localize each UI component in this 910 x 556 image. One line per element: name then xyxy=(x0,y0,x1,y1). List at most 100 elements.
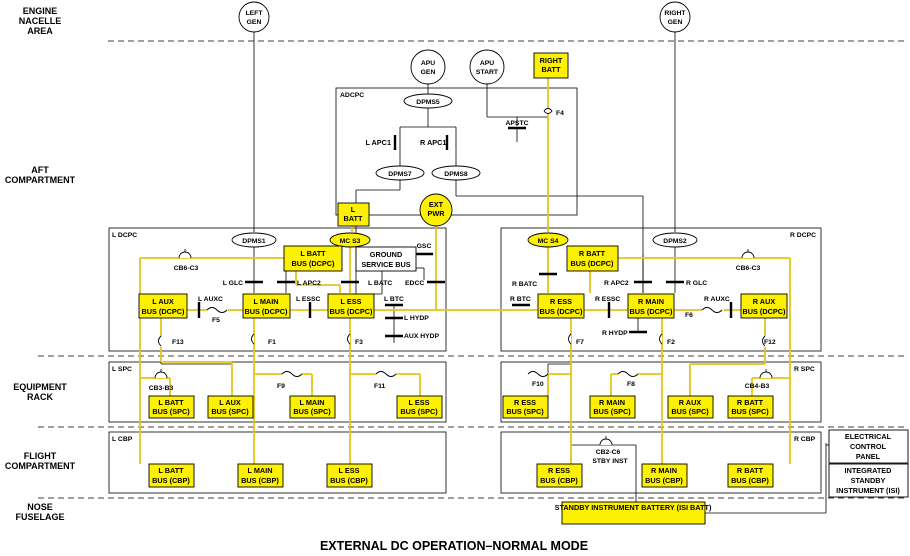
r-dcpc-panel xyxy=(500,227,822,352)
contactor-r-btc: R BTC xyxy=(510,296,531,307)
svg-text:L BATT: L BATT xyxy=(158,398,184,407)
fuse-f9-label: F9 xyxy=(277,383,285,390)
svg-text:PANEL: PANEL xyxy=(856,452,881,461)
contactor-edcc: EDCC xyxy=(405,280,445,287)
svg-text:L MAIN: L MAIN xyxy=(300,398,325,407)
fuse-f2 xyxy=(659,333,663,345)
svg-text:R APC2: R APC2 xyxy=(604,280,629,287)
svg-text:BUS (SPC): BUS (SPC) xyxy=(671,407,709,416)
l-dcpc-label: L DCPC xyxy=(112,232,137,239)
svg-text:R APC1: R APC1 xyxy=(420,138,447,147)
fuse-f5 xyxy=(206,307,228,313)
r-cbp-panel xyxy=(500,431,822,494)
svg-text:BUS (SPC): BUS (SPC) xyxy=(400,407,438,416)
zone-aft-line1: AFT xyxy=(31,165,49,175)
svg-text:L BATT: L BATT xyxy=(300,249,326,258)
contactor-l-hydp: L HYDP xyxy=(385,315,429,322)
fuse-f10 xyxy=(527,371,549,377)
svg-text:L AUXC: L AUXC xyxy=(198,296,223,303)
svg-text:GROUND: GROUND xyxy=(370,250,402,259)
svg-text:L BATC: L BATC xyxy=(368,280,392,287)
svg-text:AUX HYDP: AUX HYDP xyxy=(404,333,440,340)
svg-text:R BTC: R BTC xyxy=(510,296,531,303)
svg-text:DPMS2: DPMS2 xyxy=(663,238,687,245)
contactor-r-batc: R BATC xyxy=(512,272,557,288)
zone-engine-line1: ENGINE xyxy=(23,6,58,16)
zone-labels: ENGINE NACELLE AREA AFT COMPARTMENT EQUI… xyxy=(5,6,76,522)
cb4-b3-symbol xyxy=(759,371,773,379)
svg-text:R BATT: R BATT xyxy=(737,398,764,407)
integrated-standby-instrument: INTEGRATED STANDBY INSTRUMENT (ISI) xyxy=(828,463,909,498)
zone-aft-line2: COMPARTMENT xyxy=(5,175,76,185)
contactor-l-batc: L BATC xyxy=(341,280,392,287)
bus-r-aux-spc: R AUX BUS (SPC) xyxy=(667,395,714,419)
svg-text:BUS (CBP): BUS (CBP) xyxy=(540,476,578,485)
bus-r-ess-dcpc: R ESS BUS (DCPC) xyxy=(537,293,585,319)
svg-text:INTEGRATED: INTEGRATED xyxy=(845,466,892,475)
fuse-f3-label: F3 xyxy=(355,339,363,346)
fuse-f1-label: F1 xyxy=(268,339,276,346)
bus-l-aux-dcpc: L AUX BUS (DCPC) xyxy=(138,293,188,319)
bus-l-ess-cbp: L ESS BUS (CBP) xyxy=(326,463,373,488)
svg-text:R BATT: R BATT xyxy=(737,466,764,475)
l-spc-label: L SPC xyxy=(112,366,132,373)
bus-l-batt-cbp: L BATT BUS (CBP) xyxy=(148,463,195,488)
svg-text:R ESS: R ESS xyxy=(514,398,536,407)
svg-text:R AUX: R AUX xyxy=(679,398,702,407)
svg-text:BUS (DCPC): BUS (DCPC) xyxy=(330,307,374,316)
right-batt: RIGHT BATT xyxy=(533,52,569,79)
svg-text:R MAIN: R MAIN xyxy=(651,466,677,475)
bus-l-main-cbp: L MAIN BUS (CBP) xyxy=(237,463,284,488)
contactor-l-apc2: L APC2 xyxy=(277,280,321,287)
cb6-c3-left-symbol xyxy=(178,251,192,259)
fuse-f7-label: F7 xyxy=(576,339,584,346)
svg-text:BATT: BATT xyxy=(542,65,561,74)
svg-text:R MAIN: R MAIN xyxy=(638,297,664,306)
fuse-f4 xyxy=(543,108,553,114)
svg-text:LEFT: LEFT xyxy=(246,10,264,17)
contactor-aux-hydp: AUX HYDP xyxy=(385,333,440,340)
dpms2: DPMS2 xyxy=(652,232,698,248)
svg-text:L BATT: L BATT xyxy=(158,466,184,475)
bus-l-batt-dcpc: L BATT BUS (DCPC) xyxy=(283,245,343,272)
svg-text:BUS (SPC): BUS (SPC) xyxy=(152,407,190,416)
fuse-f12-label: F12 xyxy=(764,339,776,346)
apu-start: APU START xyxy=(469,49,505,85)
fuse-f13-label: F13 xyxy=(172,339,184,346)
zone-flight-line2: COMPARTMENT xyxy=(5,461,76,471)
bus-r-batt-spc: R BATT BUS (SPC) xyxy=(727,395,774,419)
l-dcpc-panel xyxy=(108,227,447,352)
standby-battery-label: STANDBY INSTRUMENT BATTERY (ISI BATT) xyxy=(555,503,712,512)
bus-l-ess-dcpc: L ESS BUS (DCPC) xyxy=(327,293,375,319)
contactor-gsc: GSC xyxy=(415,243,433,256)
svg-text:R BATC: R BATC xyxy=(512,281,537,288)
svg-text:APU: APU xyxy=(480,60,494,67)
mc-s4: MC S4 xyxy=(527,232,569,248)
svg-text:START: START xyxy=(476,69,499,76)
electrical-control-panel: ELECTRICAL CONTROL PANEL xyxy=(828,429,909,464)
bus-l-main-dcpc: L MAIN BUS (DCPC) xyxy=(242,293,291,319)
dpms8: DPMS8 xyxy=(431,165,481,181)
cb6-c3-right-symbol xyxy=(741,251,755,259)
contactor-r-glc: R GLC xyxy=(666,280,707,287)
svg-text:ELECTRICAL: ELECTRICAL xyxy=(845,432,892,441)
zone-separators xyxy=(38,40,908,499)
power-sources: LEFT GEN RIGHT GEN APU GEN APU START RIG… xyxy=(238,1,691,227)
svg-text:GEN: GEN xyxy=(668,19,683,26)
svg-text:R ESS: R ESS xyxy=(548,466,570,475)
cb3-b3-label: CB3-B3 xyxy=(149,385,174,392)
svg-text:MC S4: MC S4 xyxy=(538,238,559,245)
svg-text:R GLC: R GLC xyxy=(686,280,707,287)
svg-text:L HYDP: L HYDP xyxy=(404,315,429,322)
svg-text:BUS (SPC): BUS (SPC) xyxy=(211,407,249,416)
zone-nose-line1: NOSE xyxy=(27,502,53,512)
svg-text:L BTC: L BTC xyxy=(384,296,404,303)
svg-text:L ESS: L ESS xyxy=(341,297,362,306)
svg-text:L AUX: L AUX xyxy=(152,297,174,306)
zone-engine-line3: AREA xyxy=(27,26,53,36)
svg-text:BUS (SPC): BUS (SPC) xyxy=(506,407,544,416)
fuse-f7 xyxy=(568,333,572,345)
svg-text:GSC: GSC xyxy=(417,243,432,250)
svg-text:L ESSC: L ESSC xyxy=(296,296,321,303)
svg-text:BUS (DCPC): BUS (DCPC) xyxy=(142,307,186,316)
